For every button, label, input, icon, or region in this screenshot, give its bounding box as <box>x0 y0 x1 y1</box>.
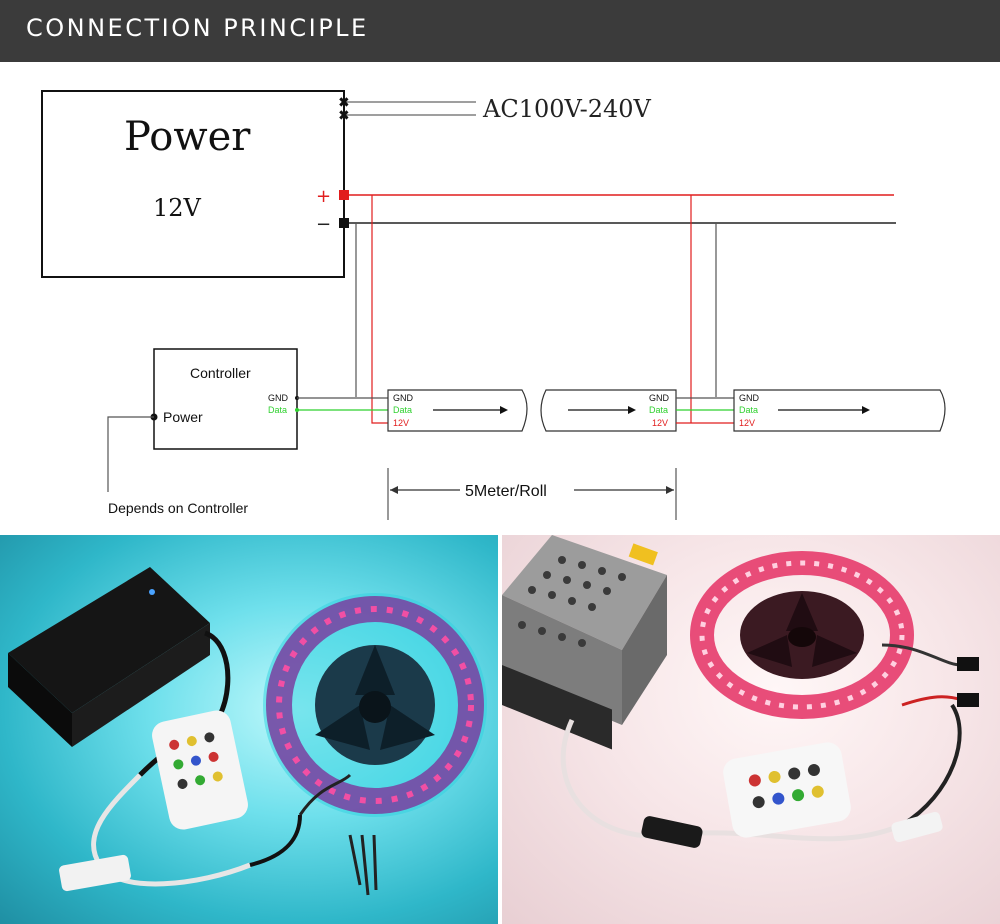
controller-power-lead <box>107 416 154 492</box>
positive-terminal <box>339 190 349 200</box>
strip-3-gnd: GND <box>739 393 760 403</box>
power-label: Power <box>124 114 251 160</box>
power-supply-box <box>41 90 345 278</box>
strip-1-data: Data <box>393 405 412 415</box>
product-photos <box>0 535 1000 924</box>
header-bar: CONNECTION PRINCIPLE <box>0 0 1000 62</box>
photo-adapter-kit <box>0 535 498 924</box>
length-label: 5Meter/Roll <box>465 483 547 500</box>
strip-1-12v: 12V <box>393 418 409 428</box>
strip-2-data: Data <box>649 405 668 415</box>
controller-note: Depends on Controller <box>108 500 248 516</box>
strip-2-12v: 12V <box>652 418 668 428</box>
strip-2-gnd: GND <box>649 393 670 403</box>
power-voltage: 12V <box>153 194 202 222</box>
power-adapter-image <box>8 567 210 713</box>
minus-sign: − <box>316 214 331 235</box>
controller-gnd-label: GND <box>268 393 289 403</box>
negative-terminal <box>339 218 349 228</box>
remote-image <box>152 710 248 830</box>
photo-psu-kit <box>502 535 1000 924</box>
ac-input-x2: ✖ <box>338 108 350 124</box>
positive-drop-1 <box>371 195 388 424</box>
controller-box <box>153 348 298 450</box>
remote-image <box>723 742 851 838</box>
ac-input-x1: ✖ <box>338 95 350 111</box>
ac-input-label: AC100V-240V <box>482 95 652 123</box>
wiring-diagram: Power 12V ✖ ✖ AC100V-240V + − Controller… <box>41 90 946 520</box>
strip-3-data: Data <box>739 405 758 415</box>
controller-power-label: Power <box>163 409 203 425</box>
power-supply-image <box>502 535 667 650</box>
strip-3-12v: 12V <box>739 418 755 428</box>
controller-data-label: Data <box>268 405 287 415</box>
controller-title: Controller <box>190 365 251 381</box>
strip-1-gnd: GND <box>393 393 414 403</box>
page-title: CONNECTION PRINCIPLE <box>26 14 369 42</box>
plus-sign: + <box>316 186 331 207</box>
